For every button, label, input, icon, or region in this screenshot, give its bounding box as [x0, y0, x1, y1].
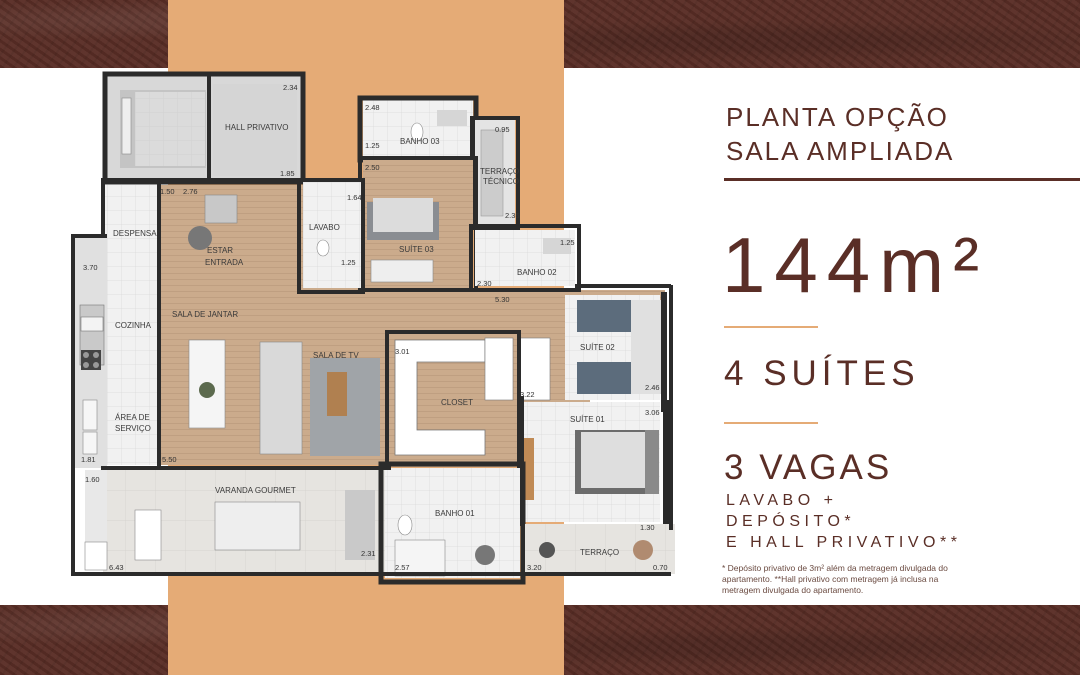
- dim-2-34: 2.34: [283, 83, 298, 92]
- extra-line-3: E HALL PRIVATIVO**: [726, 534, 962, 551]
- dim-2-31: 2.31: [361, 549, 376, 558]
- label-suite-03: SUÍTE 03: [399, 245, 434, 254]
- dim-1-85: 1.85: [280, 169, 295, 178]
- label-estar-2: ENTRADA: [205, 258, 244, 267]
- extra-line-1: LAVABO +: [726, 492, 838, 509]
- dim-1-25-c: 1.25: [560, 238, 575, 247]
- dim-3-06: 3.06: [645, 408, 660, 417]
- dim-1-81: 1.81: [81, 455, 96, 464]
- label-area-servico-1: ÁREA DE: [115, 413, 150, 422]
- dim-6-43: 6.43: [109, 563, 124, 572]
- dim-3-01: 3.01: [395, 347, 410, 356]
- dim-0-95: 0.95: [495, 125, 510, 134]
- extra-line-2: DEPÓSITO*: [726, 513, 856, 530]
- label-banho-03: BANHO 03: [400, 137, 440, 146]
- dim-5-30: 5.30: [495, 295, 510, 304]
- dim-1-64: 1.64: [347, 193, 362, 202]
- dim-1-25-a: 1.25: [365, 141, 380, 150]
- suites-count: 4 SUÍTES: [724, 354, 920, 393]
- label-closet: CLOSET: [441, 398, 473, 407]
- dim-2-57: 2.57: [395, 563, 410, 572]
- dim-2-50: 2.50: [365, 163, 380, 172]
- label-sala-jantar: SALA DE JANTAR: [172, 310, 238, 319]
- title-line-1: PLANTA OPÇÃO: [726, 102, 949, 132]
- dim-1-30: 1.30: [640, 523, 655, 532]
- label-cozinha: COZINHA: [115, 321, 152, 330]
- dim-1-60: 1.60: [85, 475, 100, 484]
- area-value: 144m²: [722, 221, 989, 309]
- label-varanda: VARANDA GOURMET: [215, 486, 296, 495]
- divider-1: [724, 326, 818, 328]
- label-despensa: DESPENSA: [113, 229, 157, 238]
- dim-2-30: 2.30: [477, 279, 492, 288]
- dim-1-50: 1.50: [160, 187, 175, 196]
- dim-3-22: 3.22: [520, 390, 535, 399]
- dim-0-70: 0.70: [653, 563, 668, 572]
- footnote: * Depósito privativo de 3m² além da metr…: [722, 563, 948, 595]
- label-banho-02: BANHO 02: [517, 268, 557, 277]
- label-terraco-tecnico-2: TÉCNICO: [483, 177, 519, 186]
- dim-2-76: 2.76: [183, 187, 198, 196]
- label-hall-privativo: HALL PRIVATIVO: [225, 123, 288, 132]
- label-area-servico-2: SERVIÇO: [115, 424, 151, 433]
- label-terraco: TERRAÇO: [580, 548, 619, 557]
- floor-plan: HALL PRIVATIVO BANHO 03 TERRAÇO TÉCNICO …: [71, 71, 675, 585]
- title-line-2: SALA AMPLIADA: [726, 136, 955, 166]
- label-terraco-tecnico-1: TERRAÇO: [480, 167, 519, 176]
- label-estar-1: ESTAR: [207, 246, 233, 255]
- dim-2-35: 2.35: [505, 211, 520, 220]
- label-lavabo: LAVABO: [309, 223, 340, 232]
- title-divider: [724, 178, 1080, 181]
- label-suite-02: SUÍTE 02: [580, 343, 615, 352]
- label-sala-tv: SALA DE TV: [313, 351, 359, 360]
- dim-2-48: 2.48: [365, 103, 380, 112]
- label-banho-01: BANHO 01: [435, 509, 475, 518]
- dim-2-46: 2.46: [645, 383, 660, 392]
- dim-1-25-b: 1.25: [341, 258, 356, 267]
- dim-3-20: 3.20: [527, 563, 542, 572]
- lavabo-area: [303, 182, 361, 288]
- dim-3-70: 3.70: [83, 263, 98, 272]
- divider-2: [724, 422, 818, 424]
- parking-count: 3 VAGAS: [724, 448, 893, 487]
- label-suite-01: SUÍTE 01: [570, 415, 605, 424]
- kitchen-floor: [103, 185, 160, 465]
- dim-5-50: 5.50: [162, 455, 177, 464]
